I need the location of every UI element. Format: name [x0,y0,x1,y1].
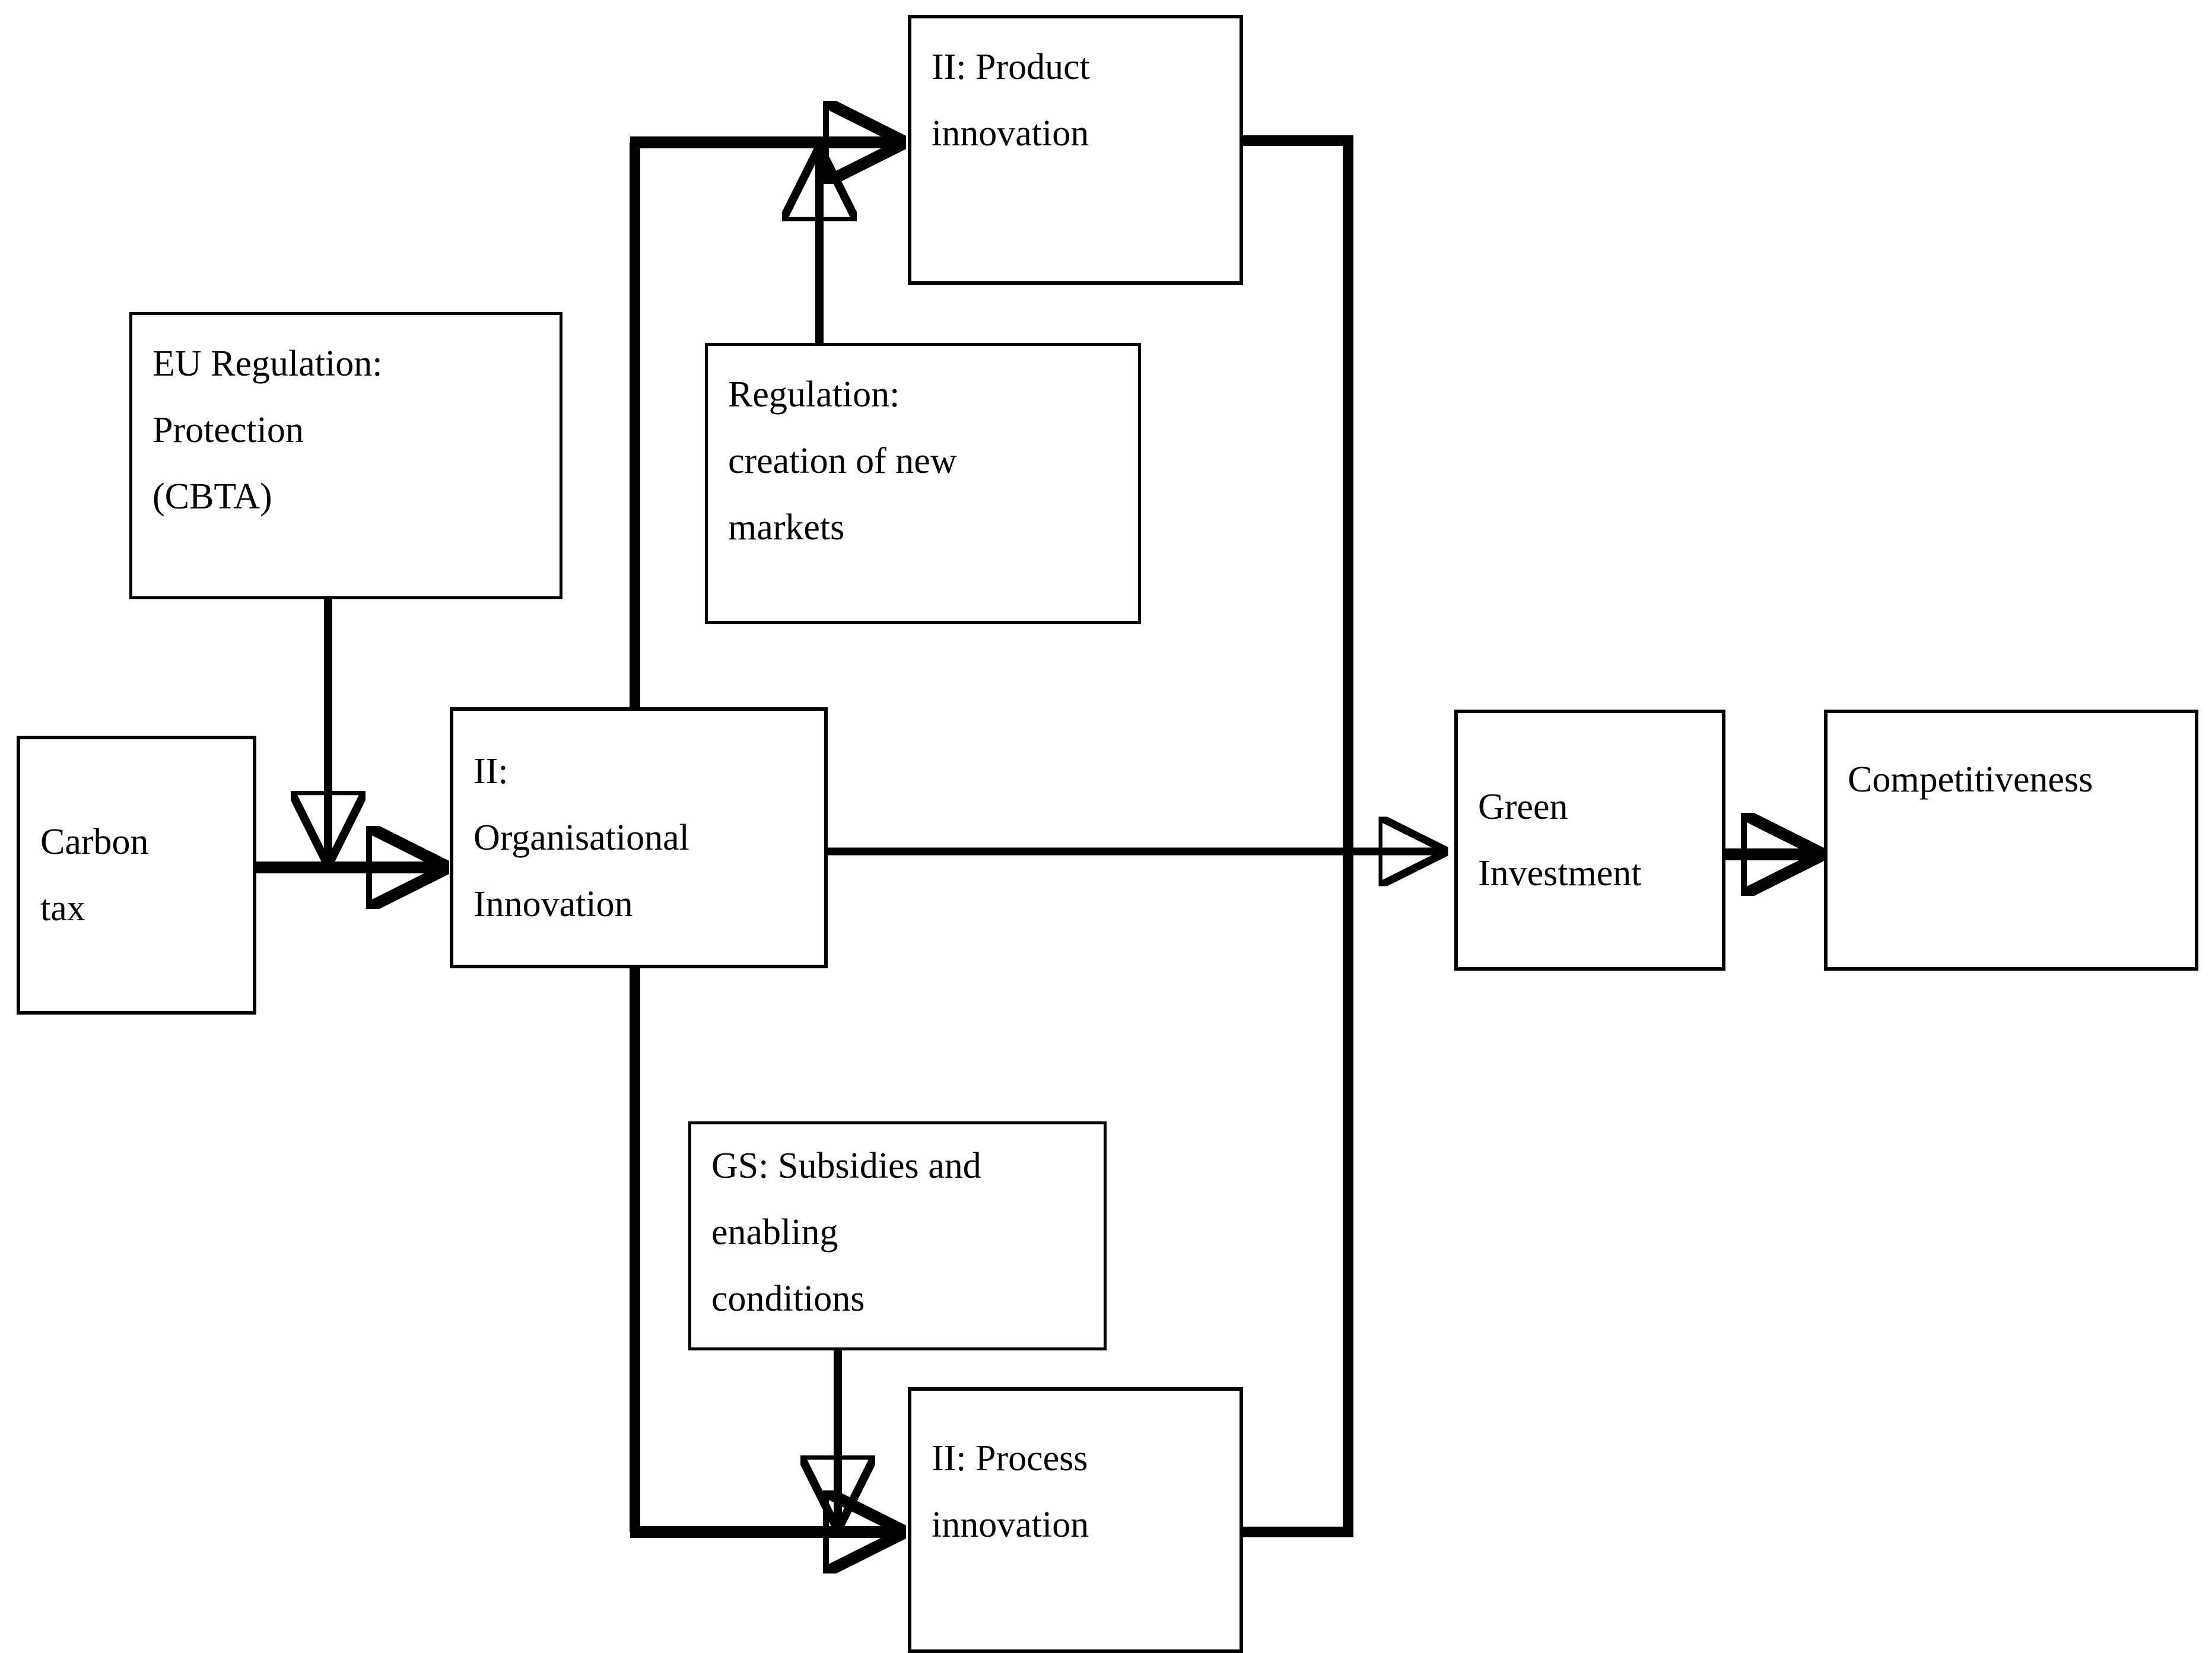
node-process-innovation-label: II: Process innovation [932,1438,1089,1545]
node-carbon-tax[interactable]: Carbon tax [17,736,256,1015]
node-green-investment[interactable]: Green Investment [1454,710,1725,971]
node-carbon-tax-label: Carbon tax [40,822,149,929]
node-gs-subsidies-label: GS: Subsidies and enabling conditions [711,1146,981,1319]
node-eu-regulation-label: EU Regulation: Protection (CBTA) [152,344,383,517]
node-regulation-markets[interactable]: Regulation: creation of new markets [705,343,1141,624]
node-product-innovation[interactable]: II: Product innovation [908,15,1243,285]
node-eu-regulation[interactable]: EU Regulation: Protection (CBTA) [129,312,562,599]
node-product-innovation-label: II: Product innovation [932,47,1090,154]
node-regulation-markets-label: Regulation: creation of new markets [728,374,957,548]
node-green-investment-label: Green Investment [1478,787,1642,894]
node-process-innovation[interactable]: II: Process innovation [908,1387,1243,1653]
node-organisational-innovation-label: II: Organisational Innovation [473,751,689,924]
node-competitiveness-label: Competitiveness [1848,759,2093,800]
node-competitiveness[interactable]: Competitiveness [1824,710,2198,971]
node-gs-subsidies[interactable]: GS: Subsidies and enabling conditions [688,1121,1107,1350]
node-organisational-innovation[interactable]: II: Organisational Innovation [450,707,828,968]
